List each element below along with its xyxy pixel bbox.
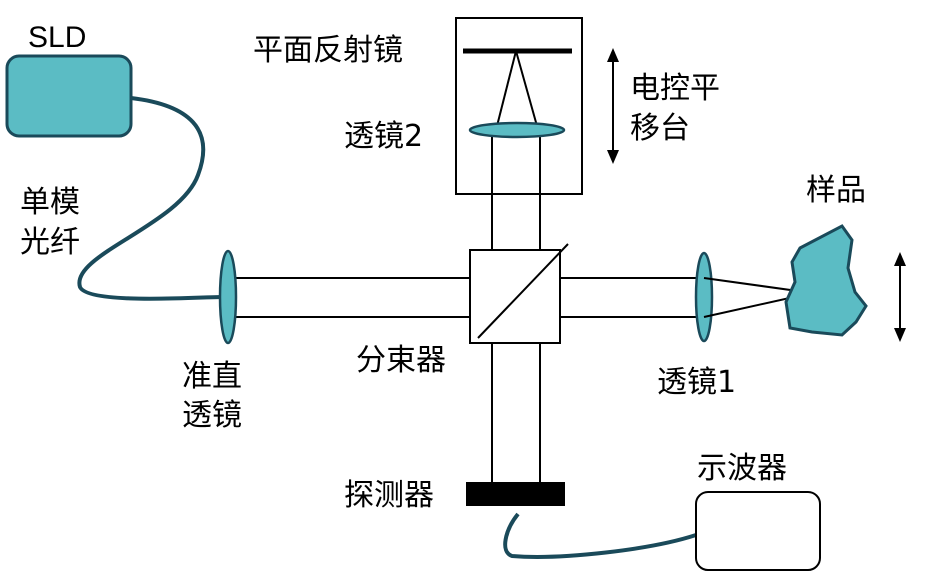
fiber-label-line1: 单模 bbox=[20, 185, 80, 220]
beam-splitter-diagonal bbox=[477, 243, 569, 339]
sample-scan-arrowhead-down bbox=[894, 328, 906, 342]
lens2-label: 透镜2 bbox=[344, 119, 423, 154]
sample-shape bbox=[784, 224, 868, 337]
motorized-stage-box bbox=[455, 17, 583, 195]
collimating-lens-label-line1: 准直 bbox=[182, 359, 242, 394]
sample-scan-arrowhead-up bbox=[894, 252, 906, 266]
lens1 bbox=[694, 251, 714, 343]
lens2 bbox=[468, 121, 566, 139]
oscilloscope-label: 示波器 bbox=[697, 451, 787, 486]
single-mode-fiber bbox=[77, 96, 223, 301]
stage-arrowhead-down bbox=[607, 150, 619, 164]
plane-mirror-label: 平面反射镜 bbox=[253, 33, 403, 68]
detector-label: 探测器 bbox=[344, 478, 434, 513]
sld-box bbox=[5, 54, 133, 138]
mirror-ray-left bbox=[496, 50, 517, 127]
stage-label-line1: 电控平 bbox=[630, 71, 720, 106]
collimating-lens bbox=[218, 249, 238, 345]
fiber-label-line2: 光纤 bbox=[20, 225, 80, 260]
mirror-ray-right bbox=[515, 50, 538, 127]
lens1-label: 透镜1 bbox=[657, 365, 736, 400]
stage-arrowhead-up bbox=[607, 48, 619, 62]
beam-splitter-label: 分束器 bbox=[356, 343, 446, 378]
sample-label: 样品 bbox=[806, 173, 866, 208]
sld-label: SLD bbox=[28, 21, 86, 54]
detector bbox=[466, 482, 565, 506]
stage-label-line2: 移台 bbox=[630, 111, 690, 146]
beam-splitter bbox=[469, 249, 561, 344]
collimating-lens-label-line2: 透镜 bbox=[182, 398, 242, 433]
detector-cable bbox=[503, 512, 697, 559]
oscilloscope-box bbox=[695, 491, 821, 571]
